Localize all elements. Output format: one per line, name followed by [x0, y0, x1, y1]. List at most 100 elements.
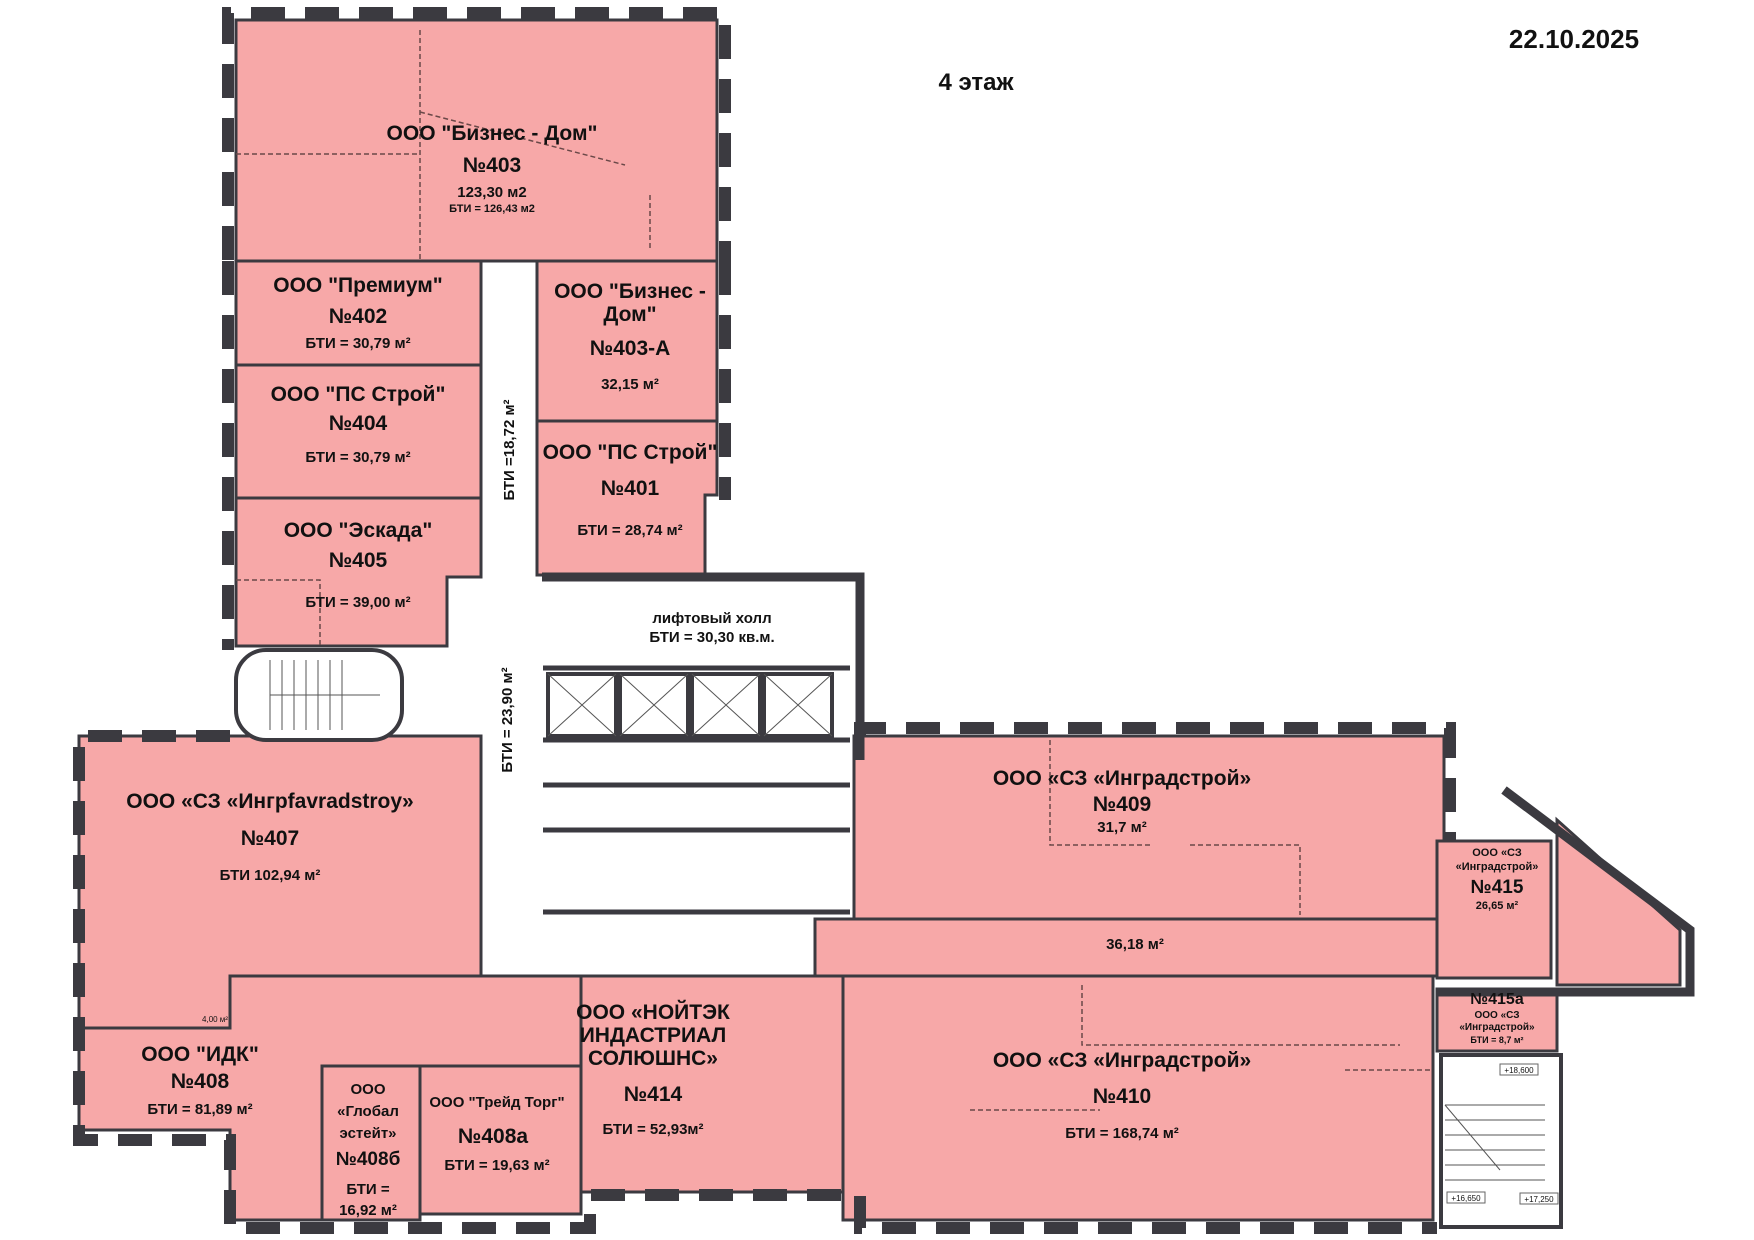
company-name: ООО: [350, 1081, 385, 1098]
room-415a[interactable]: [1435, 987, 1559, 1053]
corridor-upper-bti: БТИ =18,72 м²: [501, 399, 518, 500]
corridor-east-area: 36,18 м²: [1106, 936, 1164, 953]
company-name: ИНДАСТРИАЛ: [580, 1024, 727, 1047]
room-408-label: ООО "ИДК" №408 БТИ = 81,89 м²: [141, 1043, 259, 1118]
room-404-label: ООО "ПС Строй" №404 БТИ = 30,79 м²: [271, 383, 446, 466]
room-bti: БТИ = 30,79 м²: [305, 335, 410, 352]
partitions: [236, 30, 1433, 1111]
company-name: ООО "Премиум": [273, 274, 442, 297]
room-number: №402: [329, 305, 387, 328]
room-408a-label: ООО "Трейд Торг" №408а БТИ = 19,63 м²: [429, 1094, 564, 1174]
company-name: ООО "Бизнес -: [554, 280, 706, 303]
sub-area: 4,00 м²: [202, 1015, 228, 1024]
room-408b-label: ООО «Глобал эстейт» №408б БТИ = 16,92 м²: [336, 1081, 401, 1219]
room-number: №409: [1093, 793, 1151, 816]
company-name: ООО «СЗ «Ингрaдстрой»: [993, 1049, 1251, 1072]
room-number: №404: [329, 412, 388, 435]
stair-west: [234, 648, 404, 742]
company-name: ООО «СЗ: [1474, 1010, 1519, 1021]
room-area: 32,15 м²: [601, 376, 659, 393]
room-bti: БТИ = 28,74 м²: [577, 522, 682, 539]
room-415[interactable]: [1435, 839, 1553, 980]
room-bti: БТИ = 8,7 м²: [1470, 1035, 1523, 1045]
room-area: 31,7 м²: [1097, 819, 1146, 836]
room-area: 123,30 м2: [457, 184, 527, 201]
room-407-label: ООО «СЗ «Ингрfavradstroy» №407 БТИ 102,9…: [126, 790, 414, 1024]
room-414-label: ООО «НОЙТЭК ИНДАСТРИАЛ СОЛЮШНС» №414 БТИ…: [576, 1000, 730, 1138]
room-bti: БТИ =: [346, 1181, 390, 1198]
company-name: «Ингрaдстрой»: [1459, 1022, 1535, 1033]
room-number: №414: [624, 1083, 683, 1106]
room-bti: БТИ = 168,74 м²: [1065, 1125, 1179, 1142]
company-name: ООО "Бизнес - Дом": [387, 122, 598, 145]
company-name: «Глобал: [337, 1103, 399, 1120]
company-name: ООО «СЗ: [1472, 847, 1522, 859]
room-number: №408: [171, 1070, 230, 1093]
room-403a-label: ООО "Бизнес - Дом" №403-А 32,15 м²: [554, 280, 706, 393]
corridor-east[interactable]: [813, 917, 1506, 978]
lift-core-walls: [543, 665, 850, 915]
room-409[interactable]: [852, 734, 1446, 921]
company-name: ООО "Эскада": [284, 519, 433, 542]
company-name: ООО "ПС Строй": [271, 383, 446, 406]
room-bti: 16,92 м²: [339, 1202, 397, 1219]
room-number: №410: [1093, 1085, 1151, 1108]
lift-hall-label: лифтовый холл БТИ = 30,30 кв.м.: [649, 610, 774, 646]
company-name: эстейт»: [339, 1125, 396, 1142]
room-405-label: ООО "Эскада" №405 БТИ = 39,00 м²: [284, 519, 433, 611]
elevators: [546, 672, 834, 738]
room-403-label: ООО "Бизнес - Дом" №403 123,30 м2 БТИ = …: [387, 122, 598, 215]
room-410[interactable]: [841, 974, 1435, 1222]
corridor-upper: [481, 261, 537, 577]
floor-title: 4 этаж: [938, 69, 1014, 96]
elevation-top: +18,600: [1504, 1066, 1534, 1075]
room-415a-label: №415а ООО «СЗ «Ингрaдстрой» БТИ = 8,7 м²: [1459, 991, 1535, 1045]
company-name: «Ингрaдстрой»: [1456, 861, 1539, 873]
room-number: №407: [241, 827, 299, 850]
elevator-cross-marks: [547, 673, 833, 737]
room-number: №405: [329, 549, 388, 572]
room-401-label: ООО "ПС Строй" №401 БТИ = 28,74 м²: [543, 441, 718, 539]
company-name: ООО "Трейд Торг": [429, 1094, 564, 1111]
date-label: 22.10.2025: [1509, 24, 1639, 54]
room-415-label: ООО «СЗ «Ингрaдстрой» №415 26,65 м²: [1456, 847, 1539, 912]
company-name: ООО «СЗ «Ингрfavradstroy»: [126, 790, 414, 813]
company-name: ООО «СЗ «Ингрaдстрой»: [993, 767, 1251, 790]
room-401[interactable]: [535, 419, 719, 577]
elevation-left: +16,650: [1451, 1194, 1481, 1203]
room-area: 26,65 м²: [1476, 900, 1519, 912]
room-bti: БТИ = 19,63 м²: [444, 1157, 549, 1174]
lift-hall-name: лифтовый холл: [652, 610, 771, 627]
outer-wall-north: [222, 7, 731, 261]
lift-hall-area: [447, 572, 860, 916]
room-bti: БТИ = 81,89 м²: [147, 1101, 252, 1118]
room-402[interactable]: [234, 259, 483, 367]
room-402-label: ООО "Премиум" №402 БТИ = 30,79 м²: [273, 274, 442, 352]
outer-wall-triangle: [1437, 786, 1695, 997]
room-bti: БТИ = 39,00 м²: [305, 594, 410, 611]
room-408b[interactable]: [320, 1064, 422, 1222]
room-number: №401: [601, 477, 660, 500]
company-name: ООО «НОЙТЭК: [576, 1000, 730, 1024]
company-name: ООО "ИДК": [141, 1043, 259, 1066]
room-number: №415: [1471, 877, 1524, 898]
stair-east: +18,600 +16,650 +17,250: [1439, 1053, 1563, 1229]
company-name: Дом": [603, 303, 656, 326]
room-405[interactable]: [234, 496, 483, 648]
room-409-label: ООО «СЗ «Ингрaдстрой» №409 31,7 м²: [993, 767, 1251, 836]
room-number: №415а: [1470, 991, 1524, 1008]
room-404[interactable]: [234, 363, 483, 500]
room-408a[interactable]: [418, 1064, 583, 1216]
company-name: СОЛЮШНС»: [588, 1047, 718, 1070]
room-number: №408б: [336, 1149, 401, 1170]
corridor-lower-bti: БТИ = 23,90 м²: [499, 667, 516, 772]
room-number: №408а: [458, 1125, 528, 1148]
company-name: ООО "ПС Строй": [543, 441, 718, 464]
outer-wall-west: [73, 730, 1437, 1234]
room-bti: БТИ = 52,93м²: [602, 1121, 703, 1138]
room-410-label: ООО «СЗ «Ингрaдстрой» №410 БТИ = 168,74 …: [993, 1049, 1251, 1142]
room-403a[interactable]: [535, 259, 719, 423]
room-bti: БТИ = 30,79 м²: [305, 449, 410, 466]
room-bti: БТИ 102,94 м²: [220, 867, 321, 884]
